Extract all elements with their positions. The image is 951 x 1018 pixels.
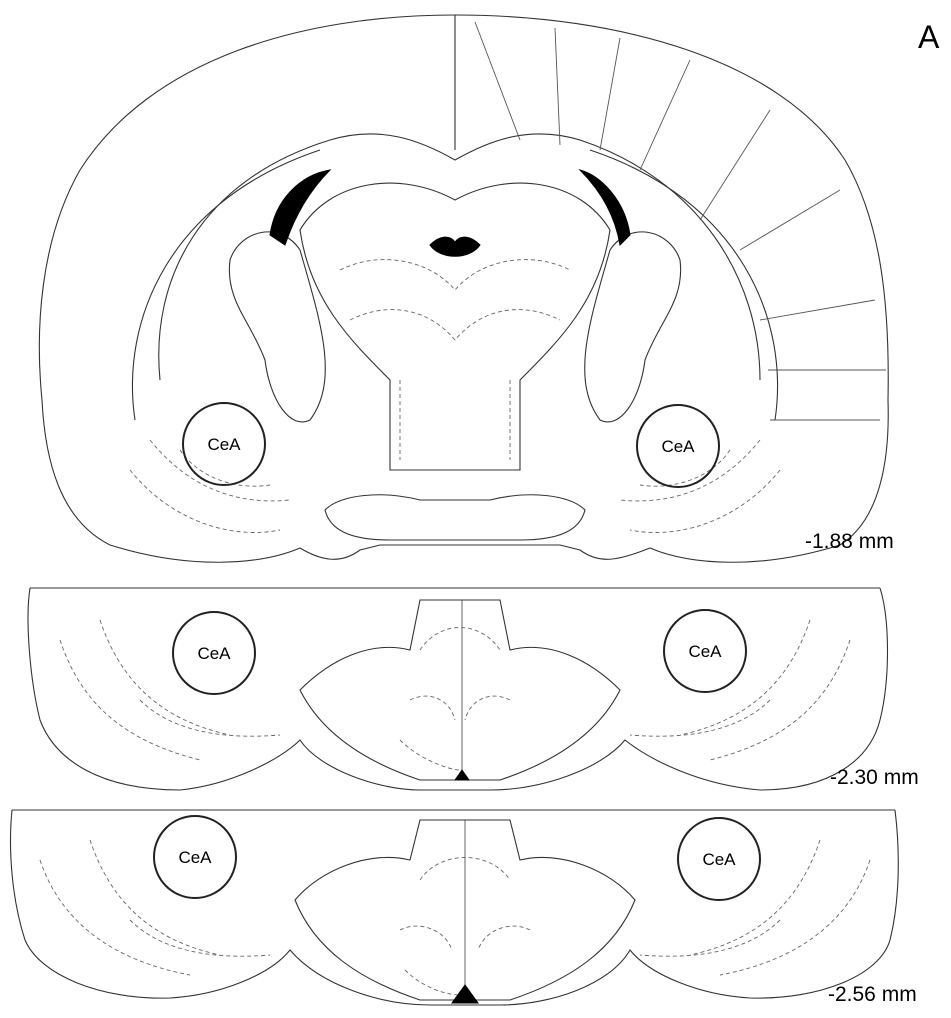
- section-1-thalamus: [300, 183, 610, 470]
- section-2-outline: [28, 588, 887, 790]
- section-2-brainstem: [300, 600, 620, 780]
- section-1-third-ventricle: [430, 237, 480, 256]
- section-1-thalamus-subdivisions: [340, 260, 570, 460]
- section-3-level-label: -2.56 mm: [828, 983, 917, 1006]
- section-2-coronal: CeA CeA -2.30 mm: [28, 588, 919, 790]
- section-1-cortex-inner: [159, 134, 760, 380]
- section-1-cortex-dividers: [475, 22, 886, 420]
- section-3-fibers-right: [640, 840, 870, 975]
- section-1-cea-right-label: CeA: [661, 437, 695, 456]
- section-2-cea-right-label: CeA: [688, 642, 722, 661]
- section-1-hippocampus-left: [229, 232, 325, 422]
- section-3-outline: [11, 810, 899, 1005]
- section-3-cea-left-label: CeA: [178, 848, 212, 867]
- section-2-level-label: -2.30 mm: [830, 766, 919, 789]
- section-1-outline: [39, 15, 888, 562]
- section-2-cea-left-label: CeA: [197, 644, 231, 663]
- section-1-lateral-ventricle-left: [270, 170, 330, 245]
- panel-label: A: [918, 19, 940, 55]
- section-1-fibers-right: [620, 440, 780, 533]
- section-1-level-label: -1.88 mm: [805, 530, 894, 553]
- section-2-fibers-left: [60, 620, 280, 760]
- section-2-nuclei: [400, 628, 510, 771]
- section-3-ventricle: [452, 985, 478, 1003]
- section-1-cortex-inner-2: [132, 150, 777, 420]
- section-1-hypothalamus: [325, 495, 585, 540]
- section-2-fibers-right: [630, 620, 850, 760]
- section-1-coronal: CeA CeA -1.88 mm: [39, 15, 893, 562]
- section-2-ventricle: [455, 770, 469, 780]
- section-1-lateral-ventricle-right: [580, 170, 630, 245]
- section-3-coronal: CeA CeA -2.56 mm: [11, 810, 917, 1006]
- section-3-cea-right-label: CeA: [702, 850, 736, 869]
- section-1-cea-left-label: CeA: [207, 435, 241, 454]
- section-1-hippocampus-right: [585, 232, 681, 422]
